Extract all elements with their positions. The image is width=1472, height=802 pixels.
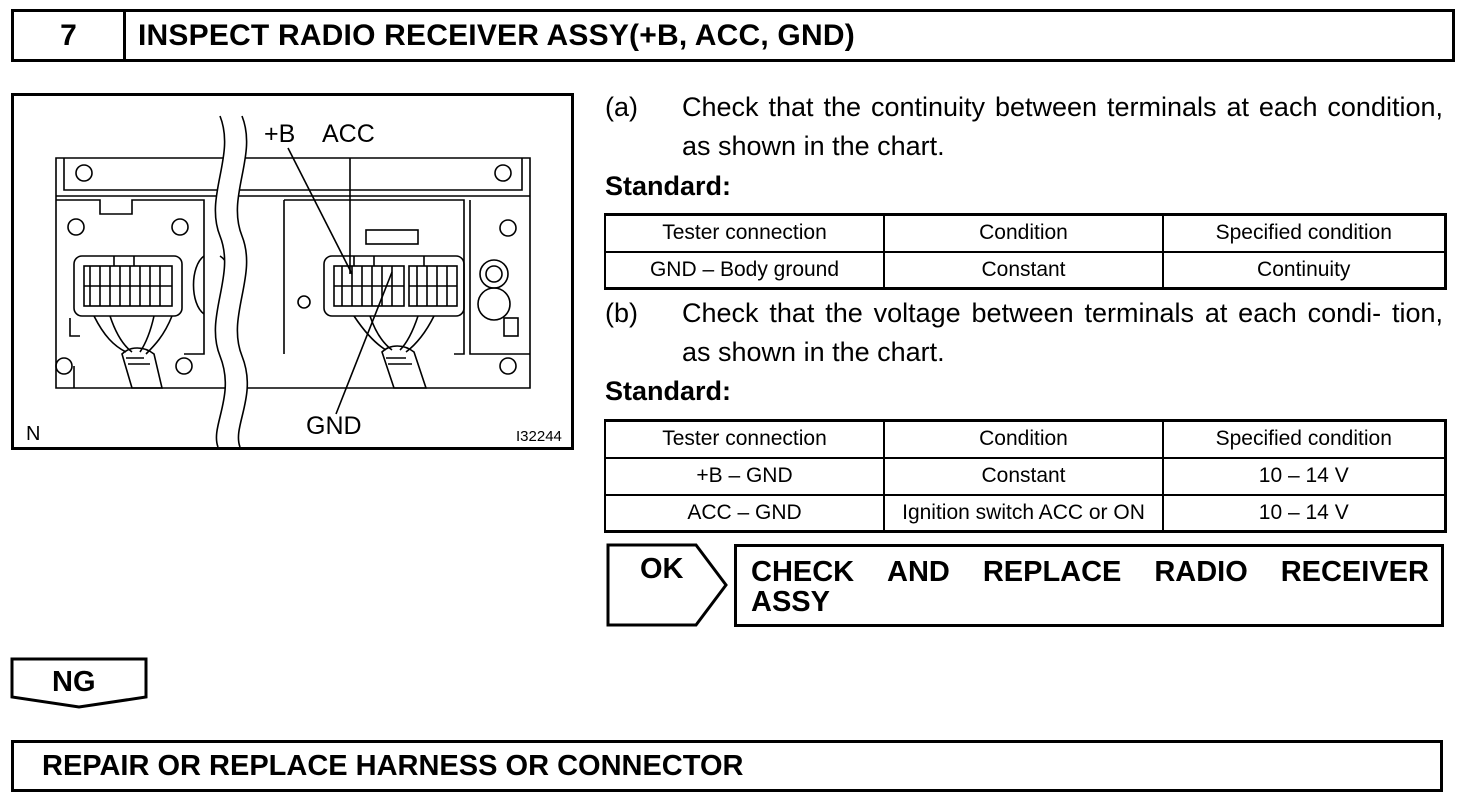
col-specified-condition: Specified condition <box>1162 419 1447 459</box>
cell-condition: Ignition switch ACC or ON <box>883 493 1164 533</box>
standard-label-b: Standard: <box>605 376 732 406</box>
col-condition: Condition <box>883 213 1164 253</box>
continuity-table: Tester connection Condition Specified co… <box>604 213 1447 290</box>
step-a-label: (a) <box>605 92 638 122</box>
step-a: (a) Check that the continuity between te… <box>605 88 1443 166</box>
ok-arrow-shape <box>606 543 728 627</box>
ok-result-box: CHECK AND REPLACE RADIO RECEIVER ASSY <box>734 544 1444 627</box>
step-b-label: (b) <box>605 298 638 328</box>
label-acc: ACC <box>322 120 375 148</box>
cell-condition: Constant <box>883 456 1164 496</box>
ng-label: NG <box>52 666 96 698</box>
ok-result-word: REPLACE <box>982 556 1122 588</box>
ok-result-word: RADIO <box>1154 556 1248 588</box>
cell-tester-connection: +B – GND <box>604 456 885 496</box>
col-tester-connection: Tester connection <box>604 213 885 253</box>
ok-result-word: CHECK <box>751 556 855 588</box>
step-title: INSPECT RADIO RECEIVER ASSY(+B, ACC, GND… <box>138 18 855 52</box>
cell-tester-connection: GND – Body ground <box>604 250 885 290</box>
ok-result-line1: CHECK AND REPLACE RADIO RECEIVER <box>751 557 1429 587</box>
label-orientation: N <box>26 423 41 445</box>
step-number: 7 <box>14 12 126 59</box>
table-row: ACC – GND Ignition switch ACC or ON 10 –… <box>604 493 1447 533</box>
ng-result-box: REPAIR OR REPLACE HARNESS OR CONNECTOR <box>11 740 1443 792</box>
connector-illustration: +B ACC GND N I32244 <box>11 93 574 450</box>
ng-arrow-shape <box>10 657 148 709</box>
voltage-table: Tester connection Condition Specified co… <box>604 419 1447 533</box>
radio-receiver-drawing <box>55 115 531 447</box>
step-header: 7 INSPECT RADIO RECEIVER ASSY(+B, ACC, G… <box>11 9 1455 62</box>
ok-result-word: RECEIVER <box>1280 556 1429 588</box>
col-specified-condition: Specified condition <box>1162 213 1447 253</box>
cell-tester-connection: ACC – GND <box>604 493 885 533</box>
step-b-text: Check that the voltage between terminals… <box>682 298 1443 367</box>
label-b-plus: +B <box>264 120 296 148</box>
standard-label-a: Standard: <box>605 171 732 201</box>
ok-result-word: AND <box>887 556 950 588</box>
table-header-row: Tester connection Condition Specified co… <box>604 213 1447 253</box>
ok-label: OK <box>640 553 684 585</box>
step-a-text: Check that the continuity between termin… <box>682 92 1443 161</box>
label-gnd: GND <box>306 412 362 440</box>
table-row: GND – Body ground Constant Continuity <box>604 250 1447 290</box>
col-condition: Condition <box>883 419 1164 459</box>
cell-specified-condition: 10 – 14 V <box>1162 493 1447 533</box>
cell-specified-condition: Continuity <box>1162 250 1447 290</box>
step-b: (b) Check that the voltage between termi… <box>605 294 1443 372</box>
table-row: +B – GND Constant 10 – 14 V <box>604 456 1447 496</box>
table-header-row: Tester connection Condition Specified co… <box>604 419 1447 459</box>
cell-condition: Constant <box>883 250 1164 290</box>
ok-result-line2: ASSY <box>751 586 830 618</box>
figure-code: I32244 <box>516 428 562 445</box>
cell-specified-condition: 10 – 14 V <box>1162 456 1447 496</box>
col-tester-connection: Tester connection <box>604 419 885 459</box>
